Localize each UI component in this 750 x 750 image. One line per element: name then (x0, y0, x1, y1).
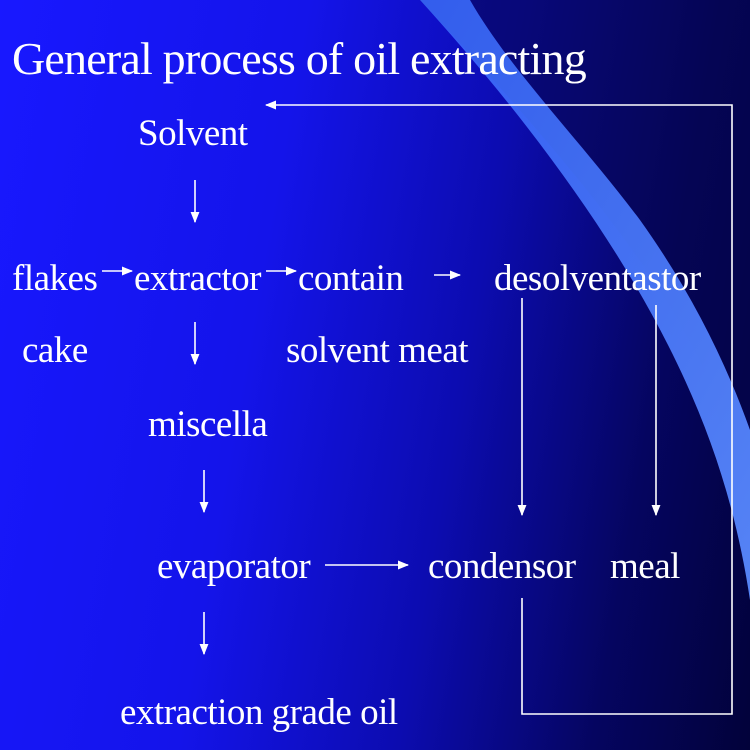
node-solvent-meat: solvent meat (286, 330, 469, 371)
node-evaporator: evaporator (157, 546, 311, 587)
node-miscella: miscella (148, 404, 268, 445)
node-condensor: condensor (428, 546, 576, 587)
node-extractor: extractor (134, 258, 261, 299)
node-cake: cake (22, 330, 88, 371)
page-title: General process of oil extracting (12, 33, 587, 84)
node-extraction-grade-oil: extraction grade oil (120, 692, 398, 733)
node-meal: meal (610, 546, 680, 587)
node-flakes: flakes (12, 258, 98, 299)
node-desolventastor: desolventastor (494, 258, 701, 299)
node-contain: contain (298, 258, 404, 299)
arrow-condensor-solvent-loop (264, 100, 733, 715)
node-solvent: Solvent (138, 113, 248, 154)
